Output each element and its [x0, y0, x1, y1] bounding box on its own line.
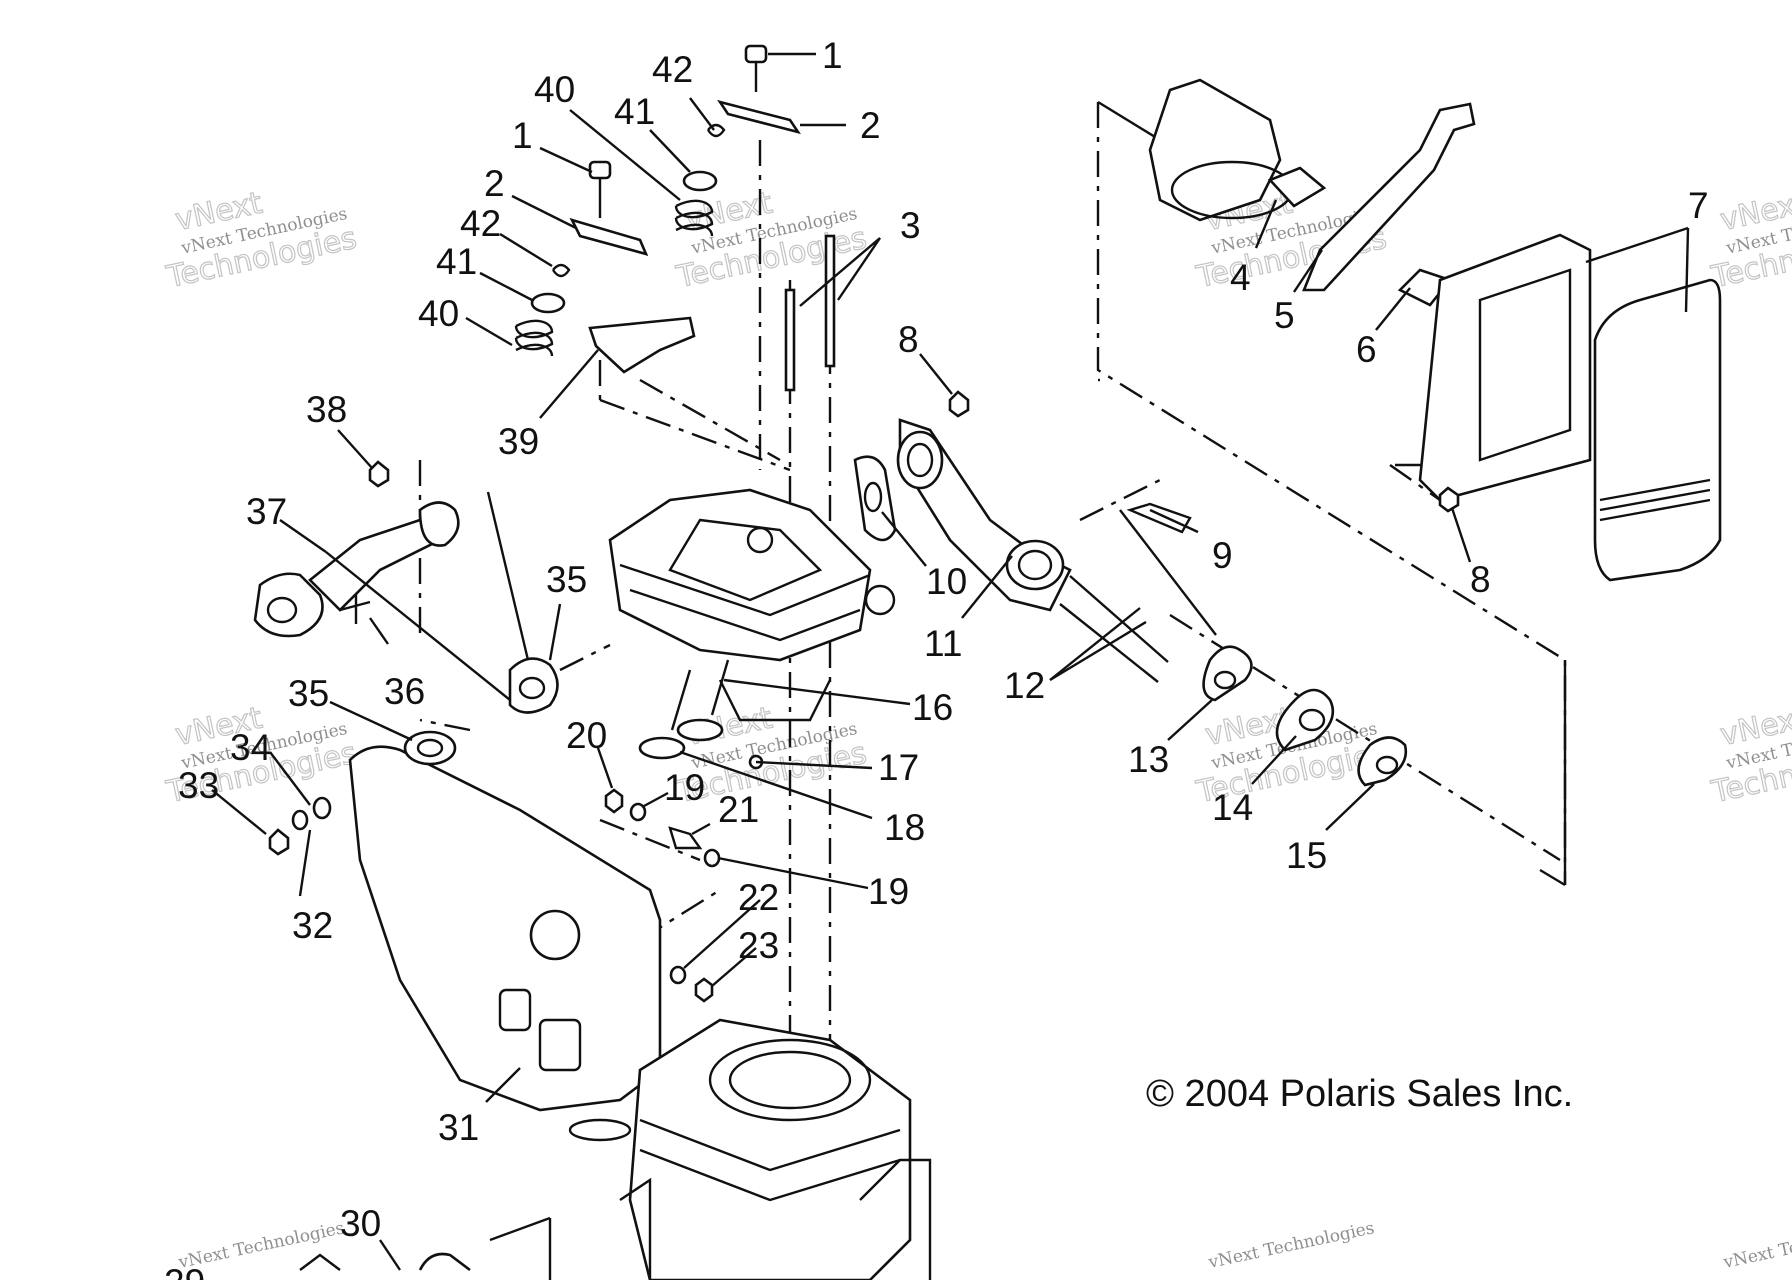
callout-40: 40 — [418, 293, 459, 334]
callout-38: 38 — [306, 389, 347, 430]
cylinder-block — [619, 1018, 932, 1280]
callout-17: 17 — [878, 747, 919, 788]
callout-15: 15 — [1286, 835, 1327, 876]
callout-3: 3 — [900, 205, 921, 246]
callout-12: 12 — [1004, 665, 1045, 706]
callout-29: 29 — [164, 1262, 205, 1280]
watermark: vNext vNext Technologies Technologies — [1707, 700, 1792, 811]
callout-35: 35 — [546, 559, 587, 600]
callout-1: 1 — [512, 115, 533, 156]
callout-2: 2 — [484, 163, 505, 204]
callout-41: 41 — [436, 241, 477, 282]
callout-9: 9 — [1212, 535, 1233, 576]
cylinder-head — [608, 488, 896, 722]
watermark: vNext Technologies — [1206, 1218, 1376, 1273]
callout-30: 30 — [340, 1203, 381, 1244]
muffler — [268, 730, 662, 1142]
callout-8: 8 — [1470, 559, 1491, 600]
callout-7: 7 — [1688, 185, 1709, 226]
watermark-text: vNext Technologies — [1206, 1218, 1376, 1273]
callout-40: 40 — [534, 69, 575, 110]
callout-18: 18 — [884, 807, 925, 848]
callout-8: 8 — [898, 319, 919, 360]
rocker-assembly-top — [514, 44, 836, 392]
leader-lines — [211, 52, 1690, 1271]
callout-33: 33 — [178, 765, 219, 806]
bottom-left-parts — [299, 1252, 471, 1272]
callout-19: 19 — [664, 767, 705, 808]
callout-34: 34 — [230, 727, 271, 768]
callout-19: 19 — [868, 871, 909, 912]
callout-31: 31 — [438, 1107, 479, 1148]
callout-16: 16 — [912, 687, 953, 728]
callout-4: 4 — [1230, 257, 1251, 298]
carburetor-and-air-filter — [1148, 78, 1722, 582]
callout-37: 37 — [246, 491, 287, 532]
callout-20: 20 — [566, 715, 607, 756]
callout-11: 11 — [924, 623, 962, 664]
watermark-text: vNext Technologies — [1721, 1218, 1792, 1273]
watermark: vNext vNext Technologies Technologies — [162, 185, 360, 296]
callout-labels: 1 42 2 40 41 1 2 42 41 40 3 39 38 37 35 … — [164, 35, 1709, 1280]
watermark: vNext Technologies — [1721, 1218, 1792, 1273]
callout-14: 14 — [1212, 787, 1253, 828]
callout-13: 13 — [1128, 739, 1169, 780]
valves — [638, 659, 764, 770]
callout-36: 36 — [384, 671, 425, 712]
callout-42: 42 — [460, 203, 501, 244]
exhaust-pipe — [253, 460, 559, 714]
callout-42: 42 — [652, 49, 693, 90]
copyright-notice: © 2004 Polaris Sales Inc. — [1146, 1073, 1573, 1115]
small-hardware — [604, 788, 721, 1003]
callout-23: 23 — [738, 925, 779, 966]
callout-39: 39 — [498, 421, 539, 462]
callout-5: 5 — [1274, 295, 1295, 336]
callout-41: 41 — [614, 91, 655, 132]
callout-1: 1 — [822, 35, 843, 76]
callout-35: 35 — [288, 673, 329, 714]
callout-22: 22 — [738, 877, 779, 918]
callout-10: 10 — [926, 561, 967, 602]
callout-2: 2 — [860, 105, 881, 146]
callout-32: 32 — [292, 905, 333, 946]
callout-6: 6 — [1356, 329, 1377, 370]
watermark: vNext vNext Technologies Technologies — [1707, 185, 1792, 296]
intake-manifold — [853, 390, 1408, 787]
callout-21: 21 — [718, 789, 759, 830]
boundary-lines — [489, 100, 1567, 1280]
